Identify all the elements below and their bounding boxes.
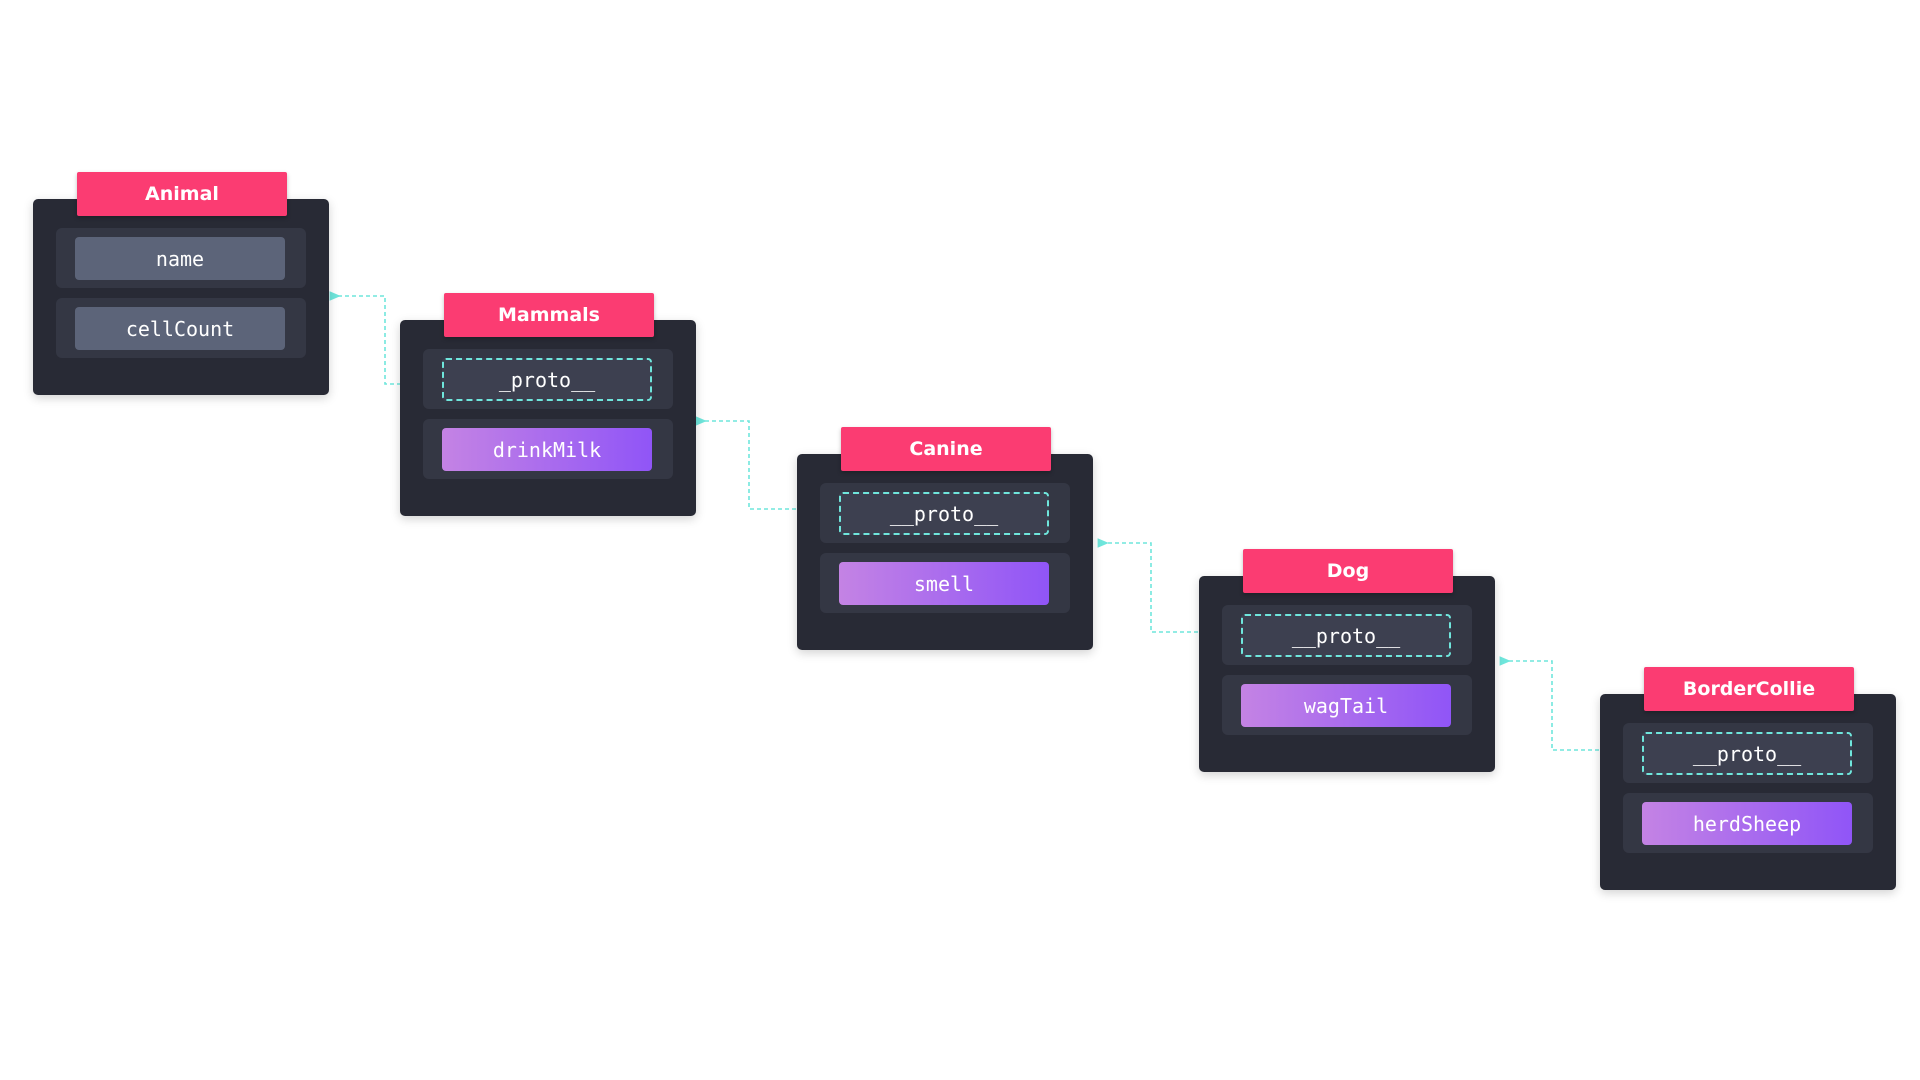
class-title: Mammals — [444, 293, 654, 337]
class-card-canine: Canine __proto__ smell — [797, 427, 1093, 650]
class-title: Canine — [841, 427, 1051, 471]
property-slot: cellCount — [56, 298, 306, 358]
proto-reference: _proto__ — [442, 358, 652, 401]
method-slot: wagTail — [1222, 675, 1472, 735]
property-slot: name — [56, 228, 306, 288]
method-slot: smell — [820, 553, 1070, 613]
class-card-bordercollie: BorderCollie __proto__ herdSheep — [1600, 667, 1896, 890]
class-card-mammals: Mammals _proto__ drinkMilk — [400, 293, 696, 516]
class-title: Dog — [1243, 549, 1453, 593]
class-title: Animal — [77, 172, 287, 216]
class-card-dog: Dog __proto__ wagTail — [1199, 549, 1495, 772]
proto-slot: __proto__ — [820, 483, 1070, 543]
method-wagtail: wagTail — [1241, 684, 1451, 727]
method-slot: herdSheep — [1623, 793, 1873, 853]
proto-slot: _proto__ — [423, 349, 673, 409]
method-drinkmilk: drinkMilk — [442, 428, 652, 471]
proto-reference: __proto__ — [1241, 614, 1451, 657]
method-smell: smell — [839, 562, 1049, 605]
method-herdsheep: herdSheep — [1642, 802, 1852, 845]
property-name: name — [75, 237, 285, 280]
class-title: BorderCollie — [1644, 667, 1854, 711]
proto-slot: __proto__ — [1222, 605, 1472, 665]
proto-reference: __proto__ — [1642, 732, 1852, 775]
class-card-animal: Animal name cellCount — [33, 172, 329, 395]
property-cellcount: cellCount — [75, 307, 285, 350]
proto-slot: __proto__ — [1623, 723, 1873, 783]
proto-reference: __proto__ — [839, 492, 1049, 535]
method-slot: drinkMilk — [423, 419, 673, 479]
